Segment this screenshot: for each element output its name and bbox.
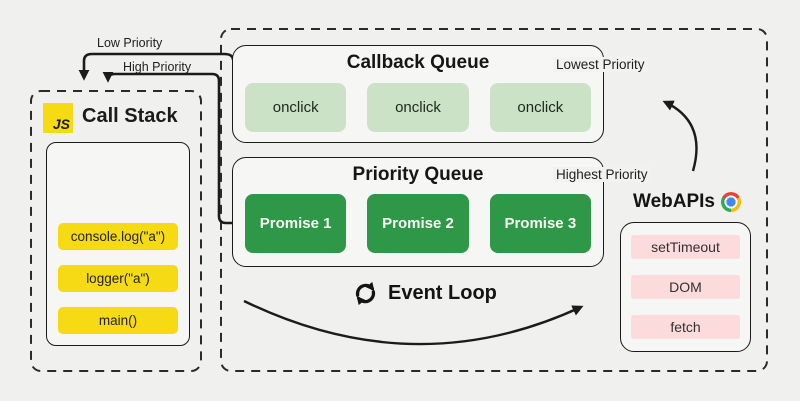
callback-queue-title: Callback Queue bbox=[346, 52, 490, 73]
event-loop-label: Event Loop bbox=[388, 282, 497, 304]
stack-frame: main() bbox=[58, 307, 178, 334]
webapi-item: fetch bbox=[631, 315, 740, 339]
call-stack-title: Call Stack bbox=[82, 105, 178, 127]
high-priority-label: High Priority bbox=[123, 60, 192, 74]
lowest-priority-badge: Lowest Priority bbox=[553, 57, 648, 72]
event-loop-arrow bbox=[243, 299, 584, 346]
js-logo-icon: JS bbox=[43, 103, 73, 133]
priority-queue-panel: Priority Queue Highest Priority Promise … bbox=[232, 157, 651, 267]
call-stack-panel: console.log("a") logger("a") main() bbox=[46, 142, 190, 346]
callback-item: onclick bbox=[489, 83, 591, 132]
promise-item: Promise 1 bbox=[245, 194, 347, 253]
sync-arrows-icon bbox=[355, 281, 376, 306]
webapi-item: DOM bbox=[631, 275, 740, 299]
callback-item: onclick bbox=[367, 83, 469, 132]
priority-queue-title: Priority Queue bbox=[352, 164, 484, 185]
webapi-item: setTimeout bbox=[631, 235, 740, 259]
stack-frame: console.log("a") bbox=[58, 223, 178, 250]
promise-item: Promise 3 bbox=[489, 194, 591, 253]
highest-priority-badge: Highest Priority bbox=[553, 167, 651, 182]
webapis-title: WebAPIs bbox=[633, 191, 716, 212]
stack-frame: logger("a") bbox=[58, 265, 178, 292]
chrome-icon bbox=[721, 192, 742, 212]
low-priority-label: Low Priority bbox=[97, 36, 163, 50]
callback-item: onclick bbox=[245, 83, 347, 132]
event-loop: Event Loop bbox=[352, 280, 497, 307]
webapis-header: WebAPIs bbox=[633, 191, 742, 213]
callback-queue-panel: Callback Queue Lowest Priority onclick o… bbox=[232, 45, 648, 143]
promise-item: Promise 2 bbox=[367, 194, 469, 253]
webapis-to-callback-arrow bbox=[662, 100, 698, 172]
webapis-panel: setTimeout DOM fetch bbox=[620, 222, 751, 352]
